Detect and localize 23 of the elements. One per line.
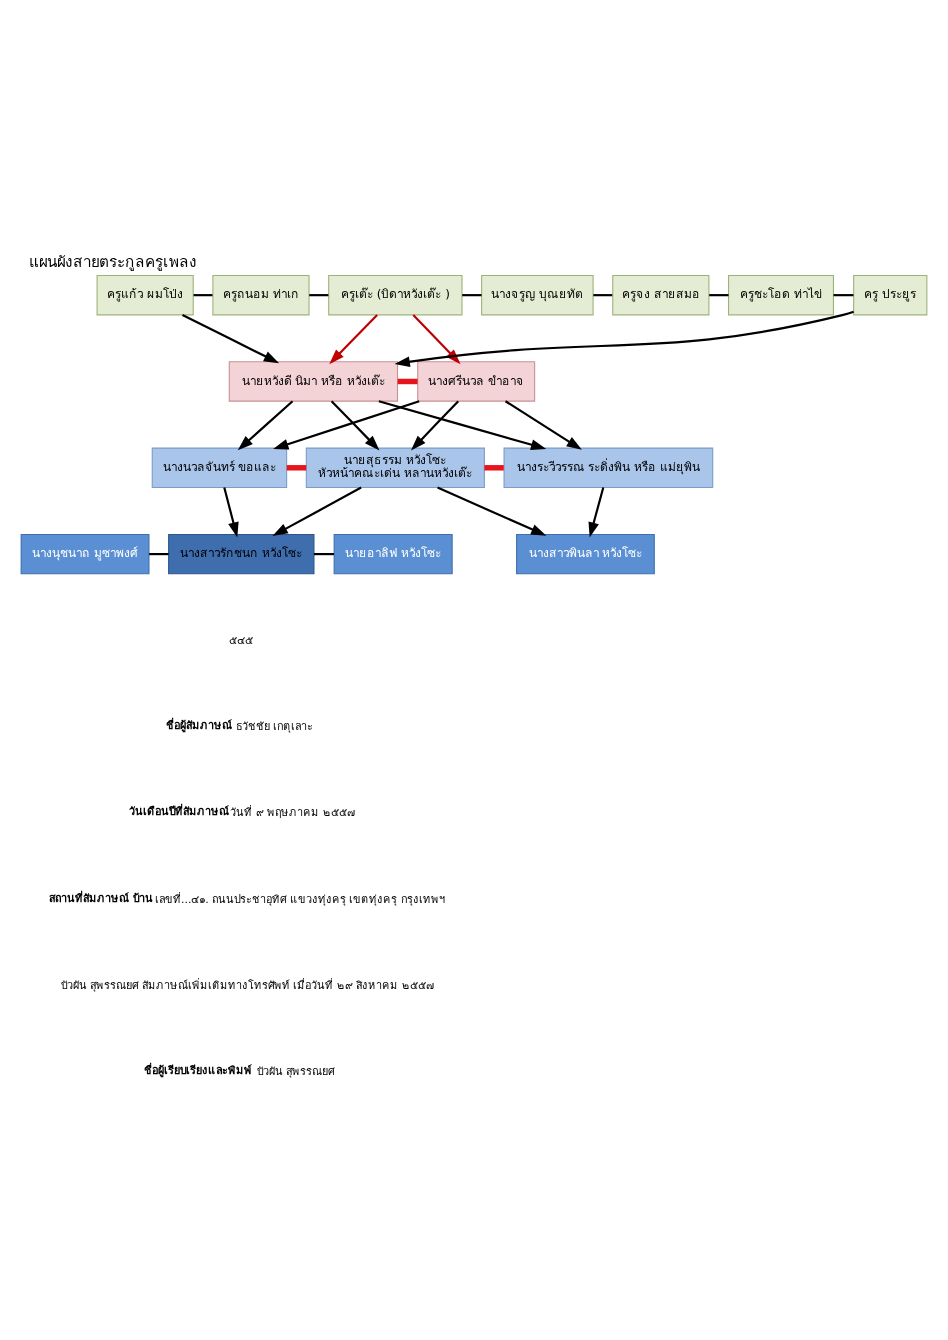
arrow [330,399,380,450]
connector [709,293,729,296]
arrow [272,485,362,535]
arrow [223,486,239,537]
connector [309,293,329,296]
connector [484,464,504,470]
arrow [182,312,280,363]
arrow [378,399,547,449]
connector [593,293,613,296]
connector [833,293,854,296]
arrow [410,399,460,450]
arrow [588,486,605,537]
connector [193,293,213,296]
connector [313,552,335,555]
arrow [273,399,420,449]
arrow [237,399,294,450]
connector [462,293,482,296]
connector [397,377,418,384]
connector [286,464,307,470]
arrow [437,485,547,535]
arrow [329,313,378,364]
connector [149,552,169,555]
arrow [504,399,582,449]
